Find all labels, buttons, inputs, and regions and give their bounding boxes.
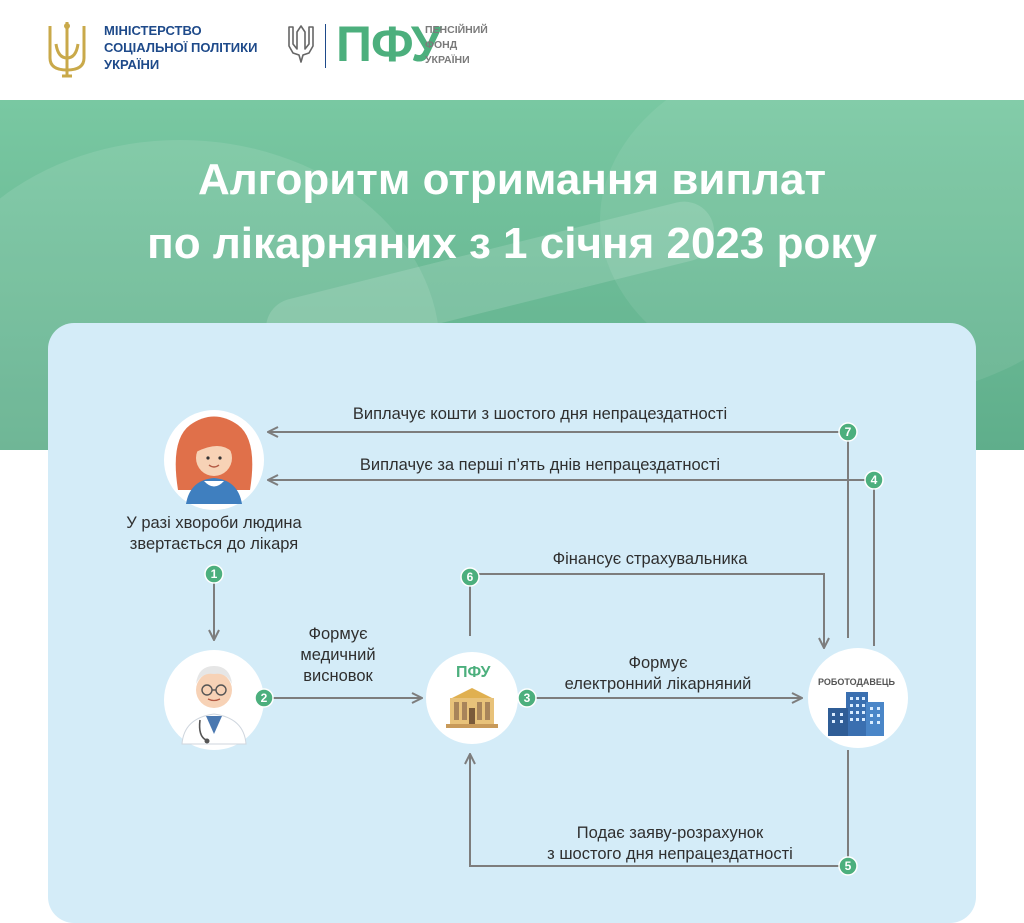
step-badge-5: 5 — [838, 856, 858, 876]
header-divider — [325, 24, 326, 68]
step-number-2: 2 — [261, 691, 268, 705]
step-2-label-line-2: медичний — [300, 646, 376, 664]
step-2-label: Формує медичний висновок — [278, 624, 398, 687]
pfu-logo: ПФУ — [336, 16, 442, 72]
step-number-5: 5 — [845, 859, 852, 873]
arrow-step-6 — [469, 573, 824, 648]
step-5-label-line-2: з шостого дня непрацездатності — [547, 845, 793, 863]
step-badge-2: 2 — [254, 688, 274, 708]
step-badge-7: 7 — [838, 422, 858, 442]
woman-icon — [175, 416, 253, 504]
trident-logo-icon — [48, 22, 86, 78]
ministry-line-2: СОЦІАЛЬНОЇ ПОЛІТИКИ — [104, 40, 258, 55]
doctor-node — [164, 650, 264, 750]
step-4-label: Виплачує за перші п’ять днів непрацездат… — [359, 456, 721, 474]
person-caption: У разі хвороби людина звертається до лік… — [114, 513, 314, 555]
title-line-2: по лікарняних з 1 січня 2023 року — [147, 219, 877, 268]
person-node — [164, 410, 264, 510]
office-buildings-icon — [828, 692, 884, 736]
employer-node — [808, 648, 908, 748]
step-5-label-line-1: Подає заяву-розрахунок — [576, 824, 764, 842]
government-building-icon — [446, 688, 498, 728]
pfu-line-3: УКРАЇНИ — [425, 54, 470, 66]
step-number-6: 6 — [467, 570, 474, 584]
person-caption-line-2: звертається до лікаря — [129, 535, 299, 553]
title-line-1: Алгоритм отримання виплат — [198, 155, 826, 204]
step-3-label-line-2: електронний лікарняний — [564, 675, 752, 693]
ministry-line-1: МІНІСТЕРСТВО — [104, 23, 202, 38]
step-3-label: Формує електронний лікарняний — [548, 653, 768, 695]
ministry-line-3: УКРАЇНИ — [104, 57, 160, 72]
doctor-icon — [181, 666, 247, 745]
page-title: Алгоритм отримання виплат по лікарняних … — [0, 148, 1024, 276]
step-badge-6: 6 — [460, 567, 480, 587]
step-7-label: Виплачує кошти з шостого дня непрацездат… — [352, 405, 728, 423]
step-badge-3: 3 — [517, 688, 537, 708]
step-2-label-line-3: висновок — [303, 667, 373, 685]
pfu-node — [426, 652, 518, 744]
step-number-1: 1 — [211, 567, 218, 581]
pfu-line-1: ПЕНСІЙНИЙ — [425, 24, 488, 36]
step-5-label: Подає заяву-розрахунок з шостого дня неп… — [520, 823, 820, 865]
step-2-label-line-1: Формує — [308, 625, 368, 643]
pfu-full-name: ПЕНСІЙНИЙ ФОНД УКРАЇНИ — [425, 23, 488, 68]
arrow-step-5 — [470, 750, 849, 867]
person-caption-line-1: У разі хвороби людина — [126, 514, 302, 532]
employer-node-label: РОБОТОДАВЕЦЬ — [818, 677, 895, 687]
step-number-3: 3 — [524, 691, 531, 705]
trident-small-icon — [288, 25, 314, 63]
header: МІНІСТЕРСТВО СОЦІАЛЬНОЇ ПОЛІТИКИ УКРАЇНИ… — [0, 0, 1024, 100]
step-6-label: Фінансує страхувальника — [552, 550, 748, 568]
ministry-name: МІНІСТЕРСТВО СОЦІАЛЬНОЇ ПОЛІТИКИ УКРАЇНИ — [104, 22, 257, 73]
step-badge-4: 4 — [864, 470, 884, 490]
pfu-line-2: ФОНД — [425, 39, 458, 51]
step-3-label-line-1: Формує — [628, 654, 688, 672]
pfu-node-label: ПФУ — [456, 664, 491, 681]
step-number-4: 4 — [871, 473, 878, 487]
step-number-7: 7 — [845, 425, 852, 439]
step-badge-1: 1 — [204, 564, 224, 584]
